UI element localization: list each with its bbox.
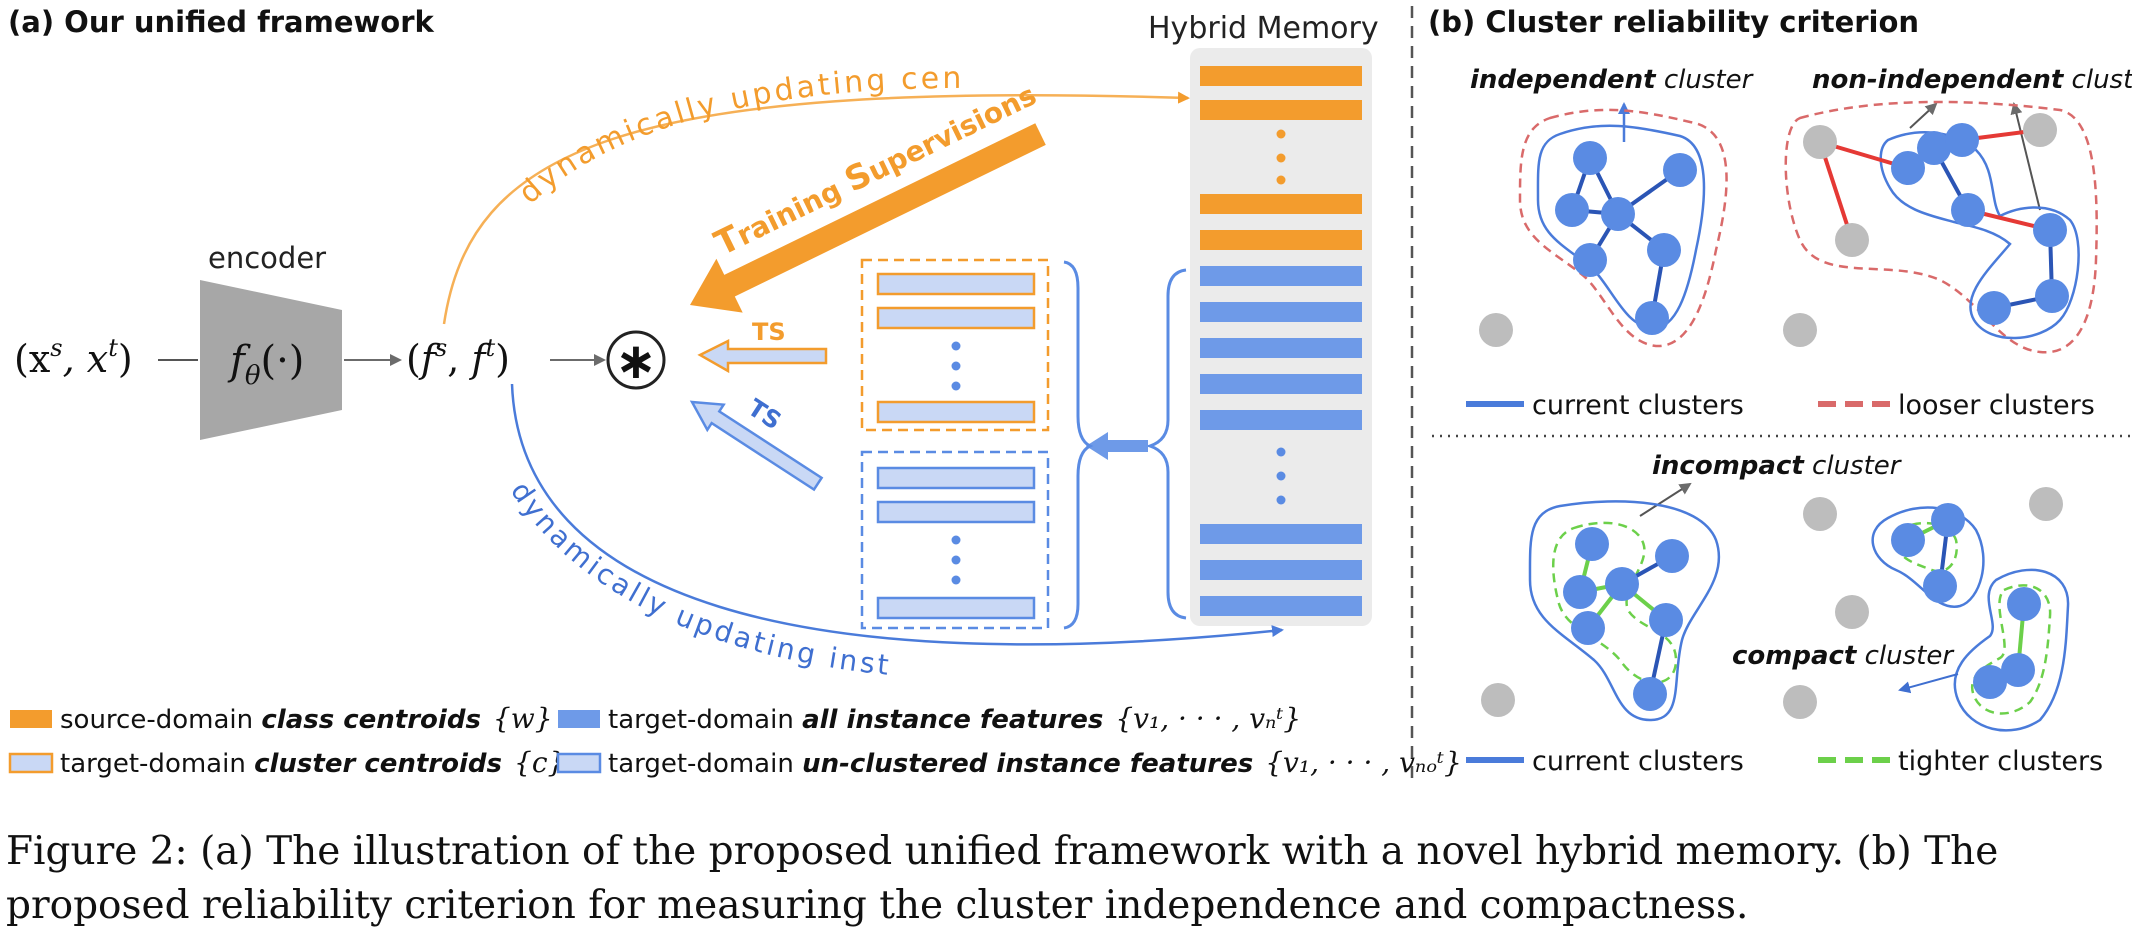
caption-line-1: Figure 2: (a) The illustration of the pr… (6, 829, 1998, 874)
incompact-cluster-nodes (1563, 527, 1689, 711)
ts-arrow-centroid (697, 338, 828, 374)
cluster-centroid-bar (876, 272, 1036, 296)
memory-brace (1145, 268, 1187, 620)
incompact-tighter-cluster (1552, 521, 1678, 684)
ts-arrow-instance (689, 400, 824, 492)
memory-instance-feature (1200, 524, 1362, 544)
memory-ellipsis-dot (1276, 129, 1286, 139)
memory-ellipsis-dot (1276, 471, 1286, 481)
legend-looser-clusters: looser clusters (1898, 390, 2095, 421)
compact-cluster-1-nodes (1891, 503, 1965, 603)
memory-instance-feature (1200, 410, 1362, 430)
legend-current-clusters-1: current clusters (1532, 390, 1744, 421)
compact-current-cluster-2 (1953, 568, 2070, 732)
unclustered-instance-bar (876, 500, 1036, 524)
centroid-update-arc (442, 91, 1190, 325)
non-independent-cluster-label: non-independent cluster (1812, 65, 2132, 95)
cluster-centroid-bar (876, 306, 1036, 330)
compact-tighter-cluster-2 (1970, 584, 2052, 715)
incompact-pointer (1639, 482, 1692, 517)
legend-source-centroids: source-domain class centroids{w} (60, 702, 553, 735)
legend-swatch-all-instances (558, 710, 600, 728)
compact-gray-nodes (1783, 487, 2063, 719)
non-independent-pointer-1 (1909, 102, 1938, 129)
loss-operator-symbol: ∗ (615, 332, 657, 390)
non-independent-gray-nodes (1783, 113, 2057, 347)
non-independent-blue-nodes (1891, 123, 2069, 325)
legend-unclustered: target-domain un-clustered instance feat… (608, 746, 1462, 779)
unclustered-instance-bar (876, 596, 1036, 620)
legend-current-clusters-2: current clusters (1532, 746, 1744, 777)
ellipsis-dot (951, 535, 961, 545)
memory-ellipsis-dot (1276, 495, 1286, 505)
memory-ellipsis-dot (1276, 153, 1286, 163)
caption-line-2: proposed reliability criterion for measu… (6, 883, 1748, 928)
feature-pair: (fs, ft) (406, 334, 510, 381)
ellipsis-dot (951, 361, 961, 371)
panel-b-title: (b) Cluster reliability criterion (1428, 5, 1919, 39)
outlier-node (1481, 683, 1515, 717)
independent-cluster-label: independent cluster (1470, 65, 1755, 95)
incompact-current-cluster (1528, 500, 1721, 722)
memory-instance-feature (1200, 596, 1362, 616)
legend-tighter-clusters: tighter clusters (1898, 746, 2103, 777)
incompact-cluster-label: incompact cluster (1652, 451, 1903, 481)
cluster-centroid-bar (876, 400, 1036, 424)
memory-class-centroid (1200, 66, 1362, 86)
loss-operator-circle (606, 330, 666, 390)
non-independent-pointer-2 (2010, 102, 2041, 211)
ellipsis-dot (951, 555, 961, 565)
hybrid-memory-panel (1190, 48, 1372, 626)
outlier-node (1479, 313, 1513, 347)
memory-instance-feature (1200, 302, 1362, 322)
instance-update-arc (510, 383, 1284, 646)
compact-pointer (1898, 673, 1959, 694)
memory-to-boxes-arrow (1086, 432, 1148, 460)
legend-swatch-source-centroids (10, 710, 52, 728)
legend-cluster-centroids: target-domain cluster centroids{c} (60, 746, 565, 779)
memory-ellipsis-dot (1276, 447, 1286, 457)
memory-instance-feature (1200, 374, 1362, 394)
training-supervisions-arrow (690, 123, 1046, 313)
encoder-shape (200, 280, 342, 440)
unclustered-instance-bar (876, 466, 1036, 490)
ellipsis-dot (951, 575, 961, 585)
compact-cluster-2-nodes (1973, 587, 2041, 699)
panel-a-title: (a) Our unified framework (8, 5, 435, 39)
memory-ellipsis-dot (1276, 175, 1286, 185)
independent-cluster-nodes (1555, 141, 1697, 335)
current-cluster-outline (1879, 131, 2080, 340)
ts-label-2: TS (743, 394, 786, 436)
encoder-function: fθ(·) (227, 338, 304, 391)
cluster-centroid-group (860, 258, 1050, 432)
memory-class-centroid (1200, 230, 1362, 250)
memory-instance-feature (1200, 560, 1362, 580)
legend-all-instances: target-domain all instance features{v₁, … (608, 702, 1301, 735)
ts-label-1: TS (752, 318, 786, 346)
memory-class-centroid (1200, 100, 1362, 120)
boxes-brace (1063, 260, 1094, 630)
ellipsis-dot (951, 341, 961, 351)
legend-swatch-unclustered (556, 752, 602, 774)
compact-cluster-label: compact cluster (1732, 641, 1955, 671)
legend-swatch-cluster-centroids (8, 752, 54, 774)
looser-cluster-outline (1518, 108, 1728, 348)
ellipsis-dot (951, 381, 961, 391)
memory-instance-feature (1200, 338, 1362, 358)
memory-instance-feature (1200, 266, 1362, 286)
input-pair: (xs, xt) (14, 334, 133, 381)
encoder-label: encoder (208, 241, 326, 275)
memory-title: Hybrid Memory (1148, 11, 1379, 46)
memory-class-centroid (1200, 194, 1362, 214)
unclustered-instance-group (860, 450, 1050, 630)
looser-cluster-outline (1784, 100, 2098, 354)
